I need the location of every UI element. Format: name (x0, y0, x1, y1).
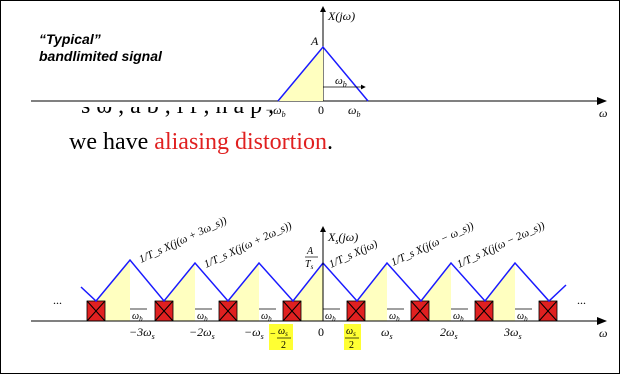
svg-text:2: 2 (281, 340, 286, 351)
omega-s-ticks: −3ωs −2ωs −ωs 0 ωs 2ωs 3ωs (129, 325, 522, 341)
overlap-box (346, 300, 366, 322)
tick-zero: 0 (318, 325, 324, 339)
overlap-box (474, 300, 494, 322)
svg-text:ωs: ωs (278, 326, 288, 338)
sentence-prefix: we have (69, 129, 155, 155)
sentence-suffix: . (326, 129, 333, 155)
tick-minus-ws: −ωs (244, 325, 264, 341)
bottom-omega-label: ω (599, 326, 607, 340)
overlap-box (410, 300, 430, 322)
omega-b-label: ωb (132, 311, 143, 323)
svg-text:Ts: Ts (305, 259, 314, 271)
peak-fraction: A Ts (305, 246, 318, 271)
omega-b-label: ωb (517, 311, 528, 323)
omega-b-label: ωb (261, 311, 272, 323)
overlap-box (86, 300, 106, 322)
aliasing-distortion-text: aliasing distortion (154, 129, 327, 155)
omega-b-label: ωb (197, 311, 208, 323)
top-peak-label: A (310, 34, 319, 48)
top-tick-zero: 0 (318, 103, 324, 117)
svg-text:ωs: ωs (346, 326, 356, 338)
omega-b-label: ωb (389, 311, 400, 323)
overlap-box (154, 300, 174, 322)
tick-2ws: 2ωs (440, 325, 458, 341)
bottom-axis-label: Xs(jω) (327, 230, 358, 246)
tick-3ws: 3ωs (503, 325, 522, 341)
ellipsis-left: ... (53, 293, 62, 307)
tick-minus-2ws: −2ωs (189, 325, 215, 341)
ellipsis-right: ... (577, 293, 586, 307)
tick-ws: ωs (381, 325, 393, 341)
top-spectrum-triangle (277, 45, 369, 102)
omega-b-markers: ωb ωb ωb ωb ωb ωb ωb (130, 308, 532, 323)
top-omega-b-inside: ωb (335, 75, 347, 89)
omega-b-label: ωb (453, 311, 464, 323)
tick-minus-3ws: −3ωs (129, 325, 155, 341)
svg-text:−: − (270, 329, 276, 340)
aliasing-sentence: we have aliasing distortion. (69, 129, 333, 156)
top-omega-label: ω (599, 106, 607, 120)
svg-text:2: 2 (349, 340, 354, 351)
omega-b-label: ωb (325, 311, 336, 323)
overlap-box (282, 300, 302, 322)
half-ws-neg: − ωs 2 (269, 324, 293, 351)
top-plot: X(jω) A ωb −ωb 0 ωb ω (31, 6, 607, 120)
overlap-box (538, 300, 558, 322)
caption-line-1: “Typical” (39, 31, 101, 47)
top-tick-pos-omega-b: ωb (348, 103, 360, 119)
top-axis-label: X(jω) (327, 9, 355, 23)
half-ws-pos: ωs 2 (344, 324, 361, 351)
top-tick-neg-omega-b: −ωb (265, 103, 286, 119)
clipped-text-line: s ω , a b , l f , h a p , (81, 107, 521, 121)
svg-text:A: A (306, 246, 314, 257)
overlap-box (218, 300, 238, 322)
signal-caption: “Typical” bandlimited signal (39, 31, 162, 65)
bottom-plot: ωb ωb ωb ωb ωb ωb ωb Xs(jω) A Ts (31, 214, 607, 351)
caption-line-2: bandlimited signal (39, 48, 162, 64)
